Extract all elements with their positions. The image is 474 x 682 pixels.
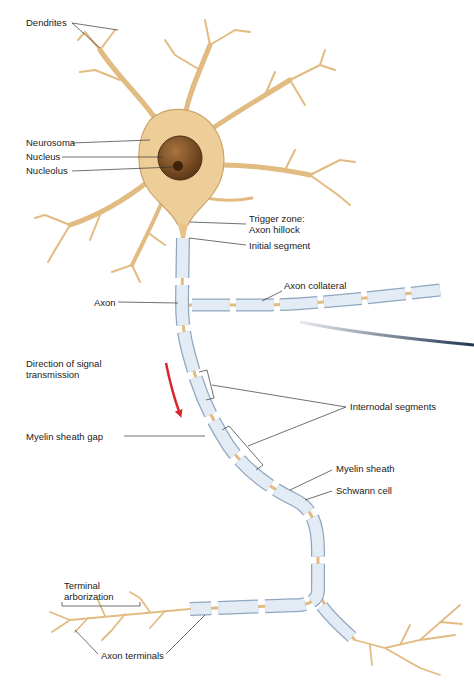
part-label: Nucleus: [26, 151, 60, 162]
axon-collateral: [182, 290, 474, 345]
axon-terminals: [50, 592, 462, 675]
direction-arrow: [166, 363, 180, 414]
axon-hillock: [178, 224, 188, 238]
part-label: Axon collateral: [284, 280, 346, 291]
note-label: Direction of signal transmission: [26, 358, 126, 380]
part-label: Myelin sheath: [336, 463, 395, 474]
part-label: Dendrites: [26, 17, 67, 28]
part-label: Axon terminals: [101, 650, 164, 661]
part-label: Terminal arborization: [64, 580, 130, 602]
part-label: Myelin sheath gap: [26, 431, 103, 442]
dendrites: [35, 20, 355, 282]
leader-lines: [62, 23, 346, 654]
part-label: Internodal segments: [350, 401, 436, 412]
part-label: Initial segment: [249, 240, 310, 251]
nucleolus: [173, 161, 183, 171]
neurosoma: [139, 109, 224, 225]
nucleus: [158, 136, 202, 180]
part-label: Schwann cell: [336, 485, 392, 496]
part-label: Nucleolus: [26, 165, 68, 176]
part-label: Axon: [94, 297, 116, 308]
part-label: Neurosoma: [26, 137, 75, 148]
part-label: Axon hillock: [249, 224, 300, 235]
part-label: Trigger zone:: [249, 213, 305, 224]
axon: [182, 236, 355, 640]
